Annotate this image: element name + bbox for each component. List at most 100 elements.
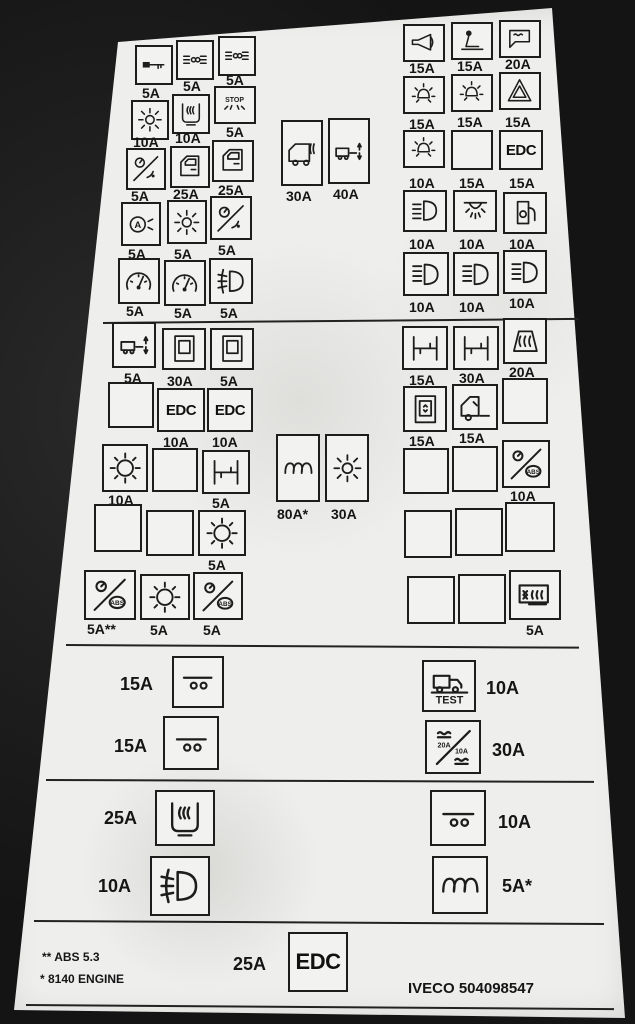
hazard-icon [501,74,539,108]
main-beam-icon [405,254,447,294]
dome-light-icon [455,192,495,230]
sidelight-icon [220,38,254,74]
fuse-rating: 10A [409,175,435,191]
fuse-rating: 5A [174,305,192,321]
fuse-rating: 15A [459,175,485,191]
fuse-slot [126,148,166,190]
fuse-rating: 15A [457,58,483,74]
fuse-rating: 25A [233,954,267,974]
fuse-rating: 10A [409,299,435,315]
abs-sensor-icon: ABS [86,572,134,618]
wiper-icon [453,132,491,168]
seat-heat-icon [174,96,208,132]
fuse-rating: 5A [218,242,236,258]
test-icon: TEST [424,662,474,710]
fuse-rating: 25A [218,182,244,198]
air-heater-icon [511,572,559,618]
fuse-rating: 10A [175,130,201,146]
fuse-rating: 5A [208,557,226,573]
fuse-slot [167,200,207,244]
fuse-rating: 80A* [277,506,309,522]
fuse-slot [403,130,445,168]
fuse-slot [212,140,254,182]
gear-icon [142,576,188,618]
svg-text:A: A [135,220,142,231]
fuse-rating: 40A [333,186,359,202]
fuse-slot [210,196,252,240]
interior-light-icon [453,76,491,110]
relay-icon [212,330,252,368]
axle-icon [455,328,497,368]
fuse-slot [281,120,323,186]
tail-lift-icon [330,120,368,182]
fuse-slot-empty [505,502,555,552]
fuse-slot [451,74,493,112]
fuel-pump-icon [505,194,545,232]
fuse-slot [328,118,370,184]
fuse-slot: EDC [157,388,205,432]
fuse-rating: 25A [104,808,138,828]
edc-icon: EDC [214,401,246,419]
fuse-slot [430,790,486,846]
fuse-rating: 5A [142,85,160,101]
fuse-rating: 10A [212,434,238,450]
edc-icon: EDC [505,141,537,159]
mirror-heat-icon [501,22,539,56]
fuse-slot [176,40,214,80]
speedo-sensor-icon [212,198,250,238]
fuse-slot [499,72,541,110]
fuse-slot: EDC [288,932,348,992]
fuse-slot [403,252,449,296]
fuse-slot [403,24,445,62]
heater-fan-icon [133,102,167,138]
fuse-slot [218,36,256,76]
fuse-rating: 5A [174,246,192,262]
fuse-rating: 15A [409,433,435,449]
fuse-slot [503,192,547,234]
svg-text:STOP: STOP [226,97,245,104]
fuse-rating: 10A [510,488,536,504]
fuse-rating: 15A [509,175,535,191]
fuse-slot: ABS [193,572,243,620]
fuse-rating: 30A [492,740,526,760]
fuse-rating: 5A [203,622,221,638]
fuse-slot: ABS [502,440,550,488]
fuse-slot [172,656,224,708]
fuse-rating: 10A [409,236,435,252]
interior-light-icon [405,78,443,112]
fuse-rating: 15A [457,114,483,130]
fuse-rating: 5A [183,78,201,94]
ignition-icon: A [123,204,159,244]
fuse-rating: 5A [526,622,544,638]
gear-icon [200,512,244,554]
fuse-slot [131,100,169,140]
svg-text:TEST: TEST [435,695,463,706]
fuse-slot [503,250,547,294]
relay-dots-icon [174,658,222,706]
fuse-slot [453,190,497,232]
fuse-slot [135,45,173,85]
tachograph-icon [405,388,445,430]
gauge-icon [120,260,158,302]
fuse-slot [276,434,320,502]
fuse-rating: 5A [150,622,168,638]
fuse-slot: A [121,202,161,246]
fuse-slot-empty [455,508,503,556]
fuse-slot-empty [407,576,455,624]
fuse-rating: 10A [98,876,132,896]
fuse-slot [172,94,210,134]
horn-icon [405,26,443,60]
engine-note: * 8140 ENGINE [40,972,125,986]
fuse-slot [140,574,190,620]
door-icon [172,148,208,186]
stop-light-icon: STOP [216,88,254,122]
axle-icon [404,328,446,368]
fog-light-icon [211,260,251,302]
fuse-rating: 30A [331,506,357,522]
part-number: IVECO 504098547 [408,980,534,997]
fuse-rating: 5A [220,373,238,389]
fuse-rating: 10A [163,434,189,450]
glow-plug-icon [434,858,486,912]
fuse-rating: 10A [509,295,535,311]
